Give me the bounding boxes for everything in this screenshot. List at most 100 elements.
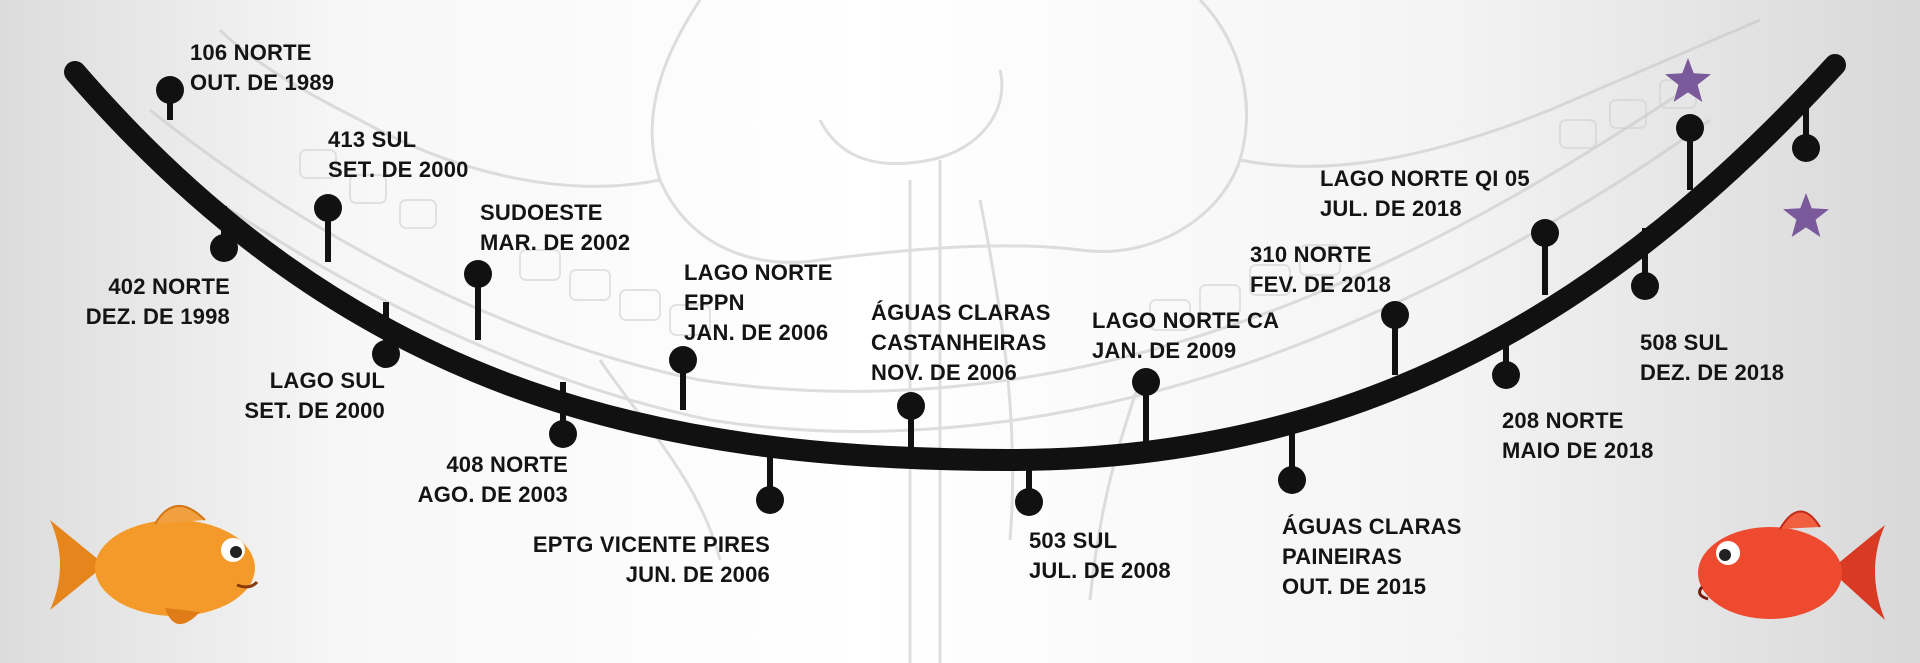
milestone-stem <box>1143 382 1149 450</box>
milestone-310-norte <box>1381 301 1409 376</box>
milestone-stem <box>475 274 481 340</box>
star-icon <box>1783 193 1829 237</box>
milestone-label: LAGO NORTE EPPN JAN. DE 2006 <box>684 258 833 348</box>
milestone-pin <box>1676 114 1704 142</box>
milestone-stem <box>767 440 773 500</box>
milestone-label-line: NOV. DE 2006 <box>871 360 1017 385</box>
milestone-label-line: 508 SUL <box>1640 330 1729 355</box>
milestone-label-line: CASTANHEIRAS <box>871 330 1047 355</box>
milestone-stem <box>1289 420 1295 480</box>
milestone-pin <box>1631 272 1659 300</box>
milestone-label-line: LAGO NORTE CA <box>1092 308 1280 333</box>
milestone-label-line: 310 NORTE <box>1250 242 1372 267</box>
milestone-label-line: JAN. DE 2009 <box>1092 338 1237 363</box>
milestone-pin <box>1492 361 1520 389</box>
milestone-pin <box>372 340 400 368</box>
milestone-503-sul <box>1015 460 1043 516</box>
milestone-label-line: JAN. DE 2006 <box>684 320 829 345</box>
milestone-pin <box>1132 368 1160 396</box>
milestone-label-line: JUL. DE 2008 <box>1029 558 1171 583</box>
milestone-label-line: MAIO DE 2018 <box>1502 438 1654 463</box>
milestone-label-line: EPTG VICENTE PIRES <box>532 532 770 557</box>
milestone-408-norte <box>549 382 577 448</box>
milestone-stem <box>1642 228 1648 286</box>
milestone-label-line: FEV. DE 2018 <box>1250 272 1392 297</box>
milestone-label-line: 408 NORTE <box>446 452 568 477</box>
milestone-label: ÁGUAS CLARAS CASTANHEIRAS NOV. DE 2006 <box>871 298 1051 388</box>
milestone-label-line: SET. DE 2000 <box>328 157 469 182</box>
milestone-106-norte <box>156 76 184 121</box>
milestone-stem <box>560 382 566 434</box>
milestone-label-line: PAINEIRAS <box>1282 544 1402 569</box>
milestone-label-line: DEZ. DE 2018 <box>1640 360 1785 385</box>
milestone-label: 408 NORTE AGO. DE 2003 <box>418 450 568 510</box>
milestone-label-line: ÁGUAS CLARAS <box>871 300 1051 325</box>
milestone-aguas-claras-castanheiras <box>897 392 925 457</box>
milestone-pin <box>1792 134 1820 162</box>
goldfish-icon <box>50 504 259 625</box>
milestone-label-line: OUT. DE 1989 <box>190 70 335 95</box>
milestone-413-sul <box>314 194 342 263</box>
milestone-label: ÁGUAS CLARAS PAINEIRAS OUT. DE 2015 <box>1282 512 1462 602</box>
milestone-future-2 <box>1792 98 1820 162</box>
milestone-eptg-vicente-pires <box>756 440 784 514</box>
milestone-lago-norte-ca <box>1132 368 1160 451</box>
milestone-lago-sul <box>372 302 400 368</box>
milestone-label-line: DEZ. DE 1998 <box>85 304 230 329</box>
milestone-pin <box>756 486 784 514</box>
milestone-stem <box>1026 460 1032 502</box>
milestone-stem <box>1542 233 1548 295</box>
milestone-lago-norte-eppn <box>669 346 697 411</box>
milestone-stem <box>325 208 331 262</box>
milestone-label-line: LAGO NORTE QI 05 <box>1320 166 1530 191</box>
milestone-stem <box>221 206 227 248</box>
milestone-508-sul <box>1631 228 1659 300</box>
star-icon <box>1665 58 1711 102</box>
red-fish-icon <box>1698 510 1885 620</box>
milestone-label-line: LAGO SUL <box>269 368 385 393</box>
milestone-stem <box>167 90 173 120</box>
milestone-label-line: OUT. DE 2015 <box>1282 574 1427 599</box>
milestone-stem <box>680 360 686 410</box>
milestone-sudoeste <box>464 260 492 341</box>
milestone-pin <box>669 346 697 374</box>
milestone-label-line: SUDOESTE <box>480 200 603 225</box>
milestone-label-line: LAGO NORTE <box>684 260 833 285</box>
milestone-future-1 <box>1676 114 1704 191</box>
milestone-stem <box>1687 128 1693 190</box>
milestone-stem <box>1803 98 1809 148</box>
milestone-lago-norte-qi-05 <box>1531 219 1559 296</box>
milestone-label: 310 NORTE FEV. DE 2018 <box>1250 240 1391 300</box>
milestone-label: SUDOESTE MAR. DE 2002 <box>480 198 630 258</box>
milestone-pin <box>1531 219 1559 247</box>
milestone-label-line: 208 NORTE <box>1502 408 1624 433</box>
milestone-stem <box>908 406 914 456</box>
milestone-label: LAGO NORTE QI 05 JUL. DE 2018 <box>1320 164 1530 224</box>
milestone-pin <box>464 260 492 288</box>
milestone-label: 503 SUL JUL. DE 2008 <box>1029 526 1171 586</box>
milestone-label-line: AGO. DE 2003 <box>417 482 568 507</box>
milestone-208-norte <box>1492 325 1520 389</box>
milestone-pin <box>1381 301 1409 329</box>
milestone-pin <box>549 420 577 448</box>
milestone-label: 508 SUL DEZ. DE 2018 <box>1640 328 1784 388</box>
milestone-label-line: JUL. DE 2018 <box>1320 196 1462 221</box>
milestone-label-line: 503 SUL <box>1029 528 1118 553</box>
milestone-label-line: SET. DE 2000 <box>244 398 385 423</box>
milestone-label: LAGO SUL SET. DE 2000 <box>244 366 385 426</box>
milestone-stem <box>1392 315 1398 375</box>
milestone-label-line: MAR. DE 2002 <box>480 230 631 255</box>
milestone-label-line: ÁGUAS CLARAS <box>1282 514 1462 539</box>
milestone-stem <box>383 302 389 354</box>
milestone-pin <box>1015 488 1043 516</box>
milestone-stem <box>1503 325 1509 375</box>
milestone-pin <box>314 194 342 222</box>
milestone-pin <box>1278 466 1306 494</box>
milestone-label-line: EPPN <box>684 290 745 315</box>
